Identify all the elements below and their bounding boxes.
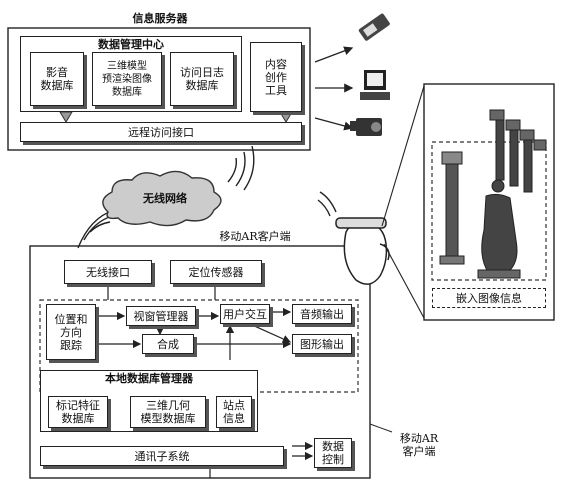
server-frame	[7, 27, 311, 151]
embedded-image-frame	[431, 141, 547, 281]
synthesis: 合成	[142, 334, 194, 354]
communication-subsystem: 通讯子系统	[40, 446, 284, 466]
db-access-log: 访问日志 数据库	[170, 52, 234, 106]
audio-output: 音频输出	[292, 304, 352, 324]
graphics-output: 图形输出	[292, 334, 352, 354]
db-3d-geometry: 三维几何 模型数据库	[130, 396, 206, 428]
user-head-icon	[335, 217, 390, 285]
arrow-ui-graphics	[249, 323, 292, 343]
content-creation-tool: 内容 创作 工具	[250, 42, 302, 112]
pose-tracking: 位置和 方向 跟踪	[46, 304, 96, 360]
leader-side-label	[369, 423, 393, 433]
client-title: 移动AR客户端	[219, 230, 291, 243]
site-info: 站点 信息	[216, 396, 252, 428]
wireless-waves-head	[317, 191, 337, 217]
mobile-ar-client-side-label: 移动AR 客户端	[399, 432, 439, 458]
arrow-to-phone	[314, 46, 354, 63]
funnel-left	[59, 111, 73, 123]
data-center-title: 数据管理中心	[98, 38, 164, 51]
phone-icon	[358, 13, 390, 41]
funnel-right	[279, 111, 293, 123]
db-marker-features: 标记特征 数据库	[48, 396, 108, 428]
positioning-sensor: 定位传感器	[170, 260, 262, 284]
db-3d-model: 三维模型 预渲染图像 数据库	[92, 52, 162, 106]
cloud-shape	[102, 170, 222, 227]
view-line-top	[381, 85, 425, 227]
wireless-waves-server	[227, 145, 255, 191]
server-title: 信息服务器	[132, 12, 188, 25]
remote-access-interface: 远程访问接口	[20, 122, 302, 142]
wireless-interface: 无线接口	[64, 260, 152, 284]
camera-icon	[350, 118, 382, 136]
columns-illustration	[439, 109, 547, 265]
statue-illustration	[477, 179, 521, 279]
embedded-image-info: 嵌入图像信息	[432, 288, 546, 308]
arrow-to-camera	[314, 117, 354, 131]
user-interaction: 用户交互	[220, 304, 270, 324]
data-control: 数据 控制	[314, 438, 352, 468]
viewport-manager: 视窗管理器	[126, 306, 196, 326]
computer-icon	[360, 70, 390, 100]
wireless-network-label: 无线网络	[143, 192, 187, 205]
client-frame	[29, 245, 371, 479]
local-db-manager-title: 本地数据库管理器	[105, 372, 193, 385]
view-line-bottom	[383, 243, 425, 319]
db-audio: 影音 数据库	[30, 52, 84, 106]
